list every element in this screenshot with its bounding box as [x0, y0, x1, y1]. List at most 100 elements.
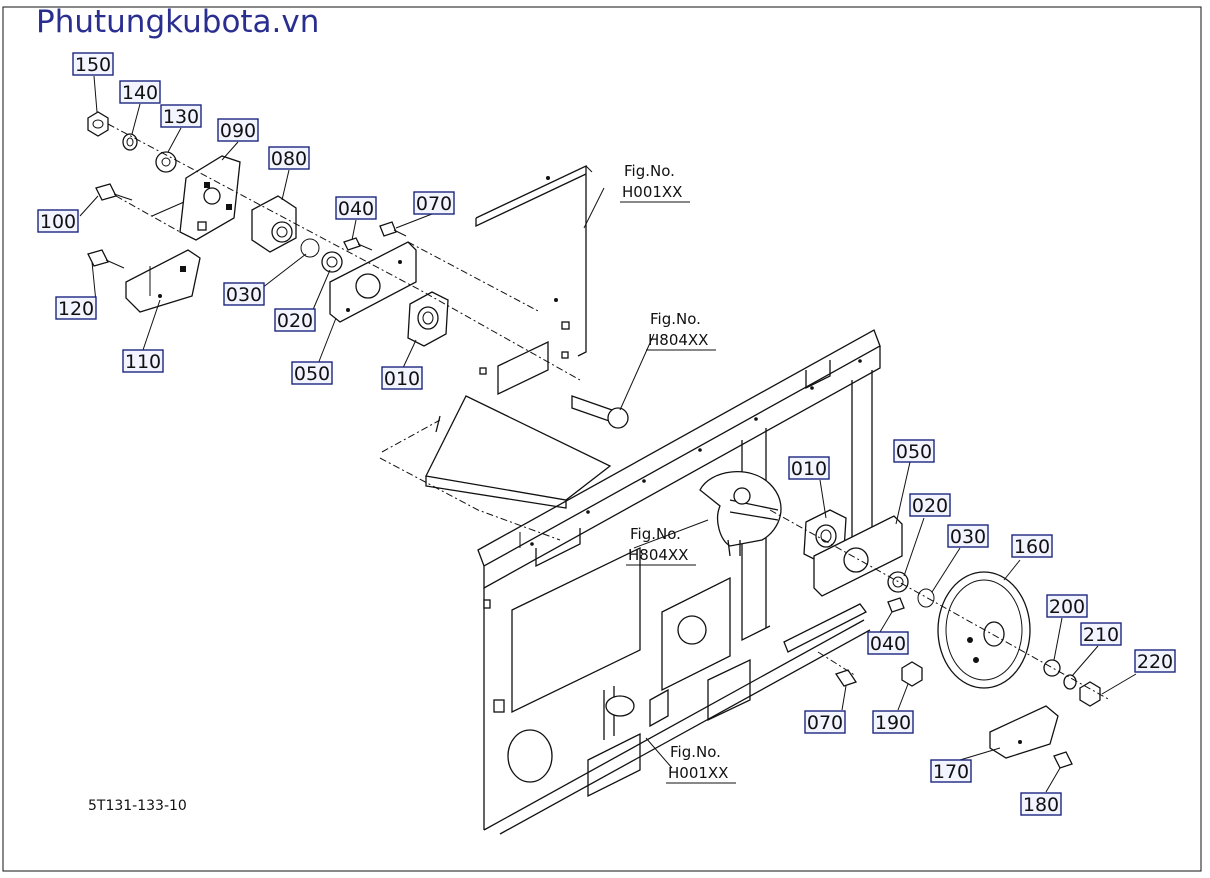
callout-number: 050: [294, 363, 330, 385]
callout-box: [1020, 792, 1062, 816]
part-callout-030: 030: [947, 524, 989, 548]
callout-box: [893, 439, 935, 463]
part-callout-010: 010: [788, 456, 830, 480]
callout-box: [268, 146, 310, 170]
figure-ref-label: Fig.No.: [670, 743, 721, 761]
figure-ref-layer: Fig.No.H001XXFig.No.H804XXFig.No.H804XXF…: [620, 162, 736, 784]
part-callout-090: 090: [217, 118, 259, 142]
part-callout-130: 130: [160, 104, 202, 128]
part-callout-150: 150: [72, 52, 114, 76]
callout-number: 090: [220, 120, 256, 142]
figure-ref-code: H001XX: [622, 183, 682, 201]
part-callout-160: 160: [1011, 534, 1053, 558]
callout-box: [947, 524, 989, 548]
callout-box: [909, 493, 951, 517]
figure-ref-code: H001XX: [668, 764, 728, 782]
callout-box: [335, 196, 377, 220]
callout-box: [1134, 649, 1176, 673]
diagram-frame: [2, 6, 1202, 872]
figure-ref-code: H804XX: [628, 546, 688, 564]
leader-lines: [79, 75, 1137, 793]
part-callout-170: 170: [930, 759, 972, 783]
site-brand: Phutungkubota.vn: [36, 4, 320, 40]
figure-ref-H001XX: Fig.No. H001XX: [666, 743, 736, 784]
callout-box: [160, 104, 202, 128]
part-callout-070: 070: [804, 710, 846, 734]
callout-box: [413, 191, 455, 215]
callout-number: 070: [416, 193, 452, 215]
callout-number: 020: [912, 495, 948, 517]
callout-number: 030: [950, 526, 986, 548]
figure-ref-H804XX: Fig.No. H804XX: [626, 525, 696, 566]
callout-box: [72, 52, 114, 76]
figure-ref-H001XX: Fig.No. H001XX: [620, 162, 690, 203]
callout-box: [804, 710, 846, 734]
callout-box: [1011, 534, 1053, 558]
drawing-number: 5T131-133-10: [88, 798, 187, 814]
callout-number: 150: [75, 54, 111, 76]
callout-box: [122, 349, 164, 373]
callout-box: [55, 296, 97, 320]
callout-number: 200: [1049, 596, 1085, 618]
part-callout-100: 100: [37, 209, 79, 233]
callout-number: 020: [277, 310, 313, 332]
figure-ref-label: Fig.No.: [630, 525, 681, 543]
callout-number: 050: [896, 441, 932, 463]
main-frame: [477, 329, 881, 835]
callout-number: 220: [1137, 651, 1173, 673]
part-callout-140: 140: [119, 80, 161, 104]
callout-box: [119, 80, 161, 104]
part-callout-220: 220: [1134, 649, 1176, 673]
callout-box: [274, 308, 316, 332]
callout-box: [1080, 622, 1122, 646]
callout-number: 080: [271, 148, 307, 170]
figure-ref-label: Fig.No.: [624, 162, 675, 180]
shaft-assembly-left: [87, 111, 449, 347]
part-callout-180: 180: [1020, 792, 1062, 816]
part-callout-030: 030: [223, 282, 265, 306]
part-callout-190: 190: [872, 710, 914, 734]
callout-box: [1046, 594, 1088, 618]
callout-number: 180: [1023, 794, 1059, 816]
part-callout-200: 200: [1046, 594, 1088, 618]
callout-number: 010: [384, 368, 420, 390]
callout-number: 120: [58, 298, 94, 320]
part-callout-050: 050: [893, 439, 935, 463]
callout-number: 070: [807, 712, 843, 734]
part-callout-010: 010: [381, 366, 423, 390]
callout-number: 210: [1083, 624, 1119, 646]
callout-box: [930, 759, 972, 783]
callout-number: 130: [163, 106, 199, 128]
part-callout-070: 070: [413, 191, 455, 215]
figure-ref-label: Fig.No.: [650, 310, 701, 328]
callout-number: 170: [933, 761, 969, 783]
part-callout-110: 110: [122, 349, 164, 373]
part-callout-040: 040: [867, 631, 909, 655]
part-callout-050: 050: [291, 361, 333, 385]
callout-number: 140: [122, 82, 158, 104]
figure-ref-code: H804XX: [648, 331, 708, 349]
frame-panel-upper: [475, 164, 593, 396]
callout-number: 160: [1014, 536, 1050, 558]
figure-ref-H804XX: Fig.No. H804XX: [646, 310, 716, 351]
part-callout-120: 120: [55, 296, 97, 320]
part-callout-210: 210: [1080, 622, 1122, 646]
callout-number: 040: [870, 633, 906, 655]
callout-box: [217, 118, 259, 142]
part-callout-040: 040: [335, 196, 377, 220]
callout-number: 190: [875, 712, 911, 734]
callout-number: 100: [40, 211, 76, 233]
callout-number: 040: [338, 198, 374, 220]
callout-box: [223, 282, 265, 306]
callout-box: [291, 361, 333, 385]
callout-number: 030: [226, 284, 262, 306]
side-panel-left: [379, 395, 612, 541]
callout-number: 110: [125, 351, 161, 373]
part-callout-020: 020: [274, 308, 316, 332]
shaft-center-upper: [571, 395, 629, 429]
callout-box: [788, 456, 830, 480]
part-callout-020: 020: [909, 493, 951, 517]
callout-box: [381, 366, 423, 390]
